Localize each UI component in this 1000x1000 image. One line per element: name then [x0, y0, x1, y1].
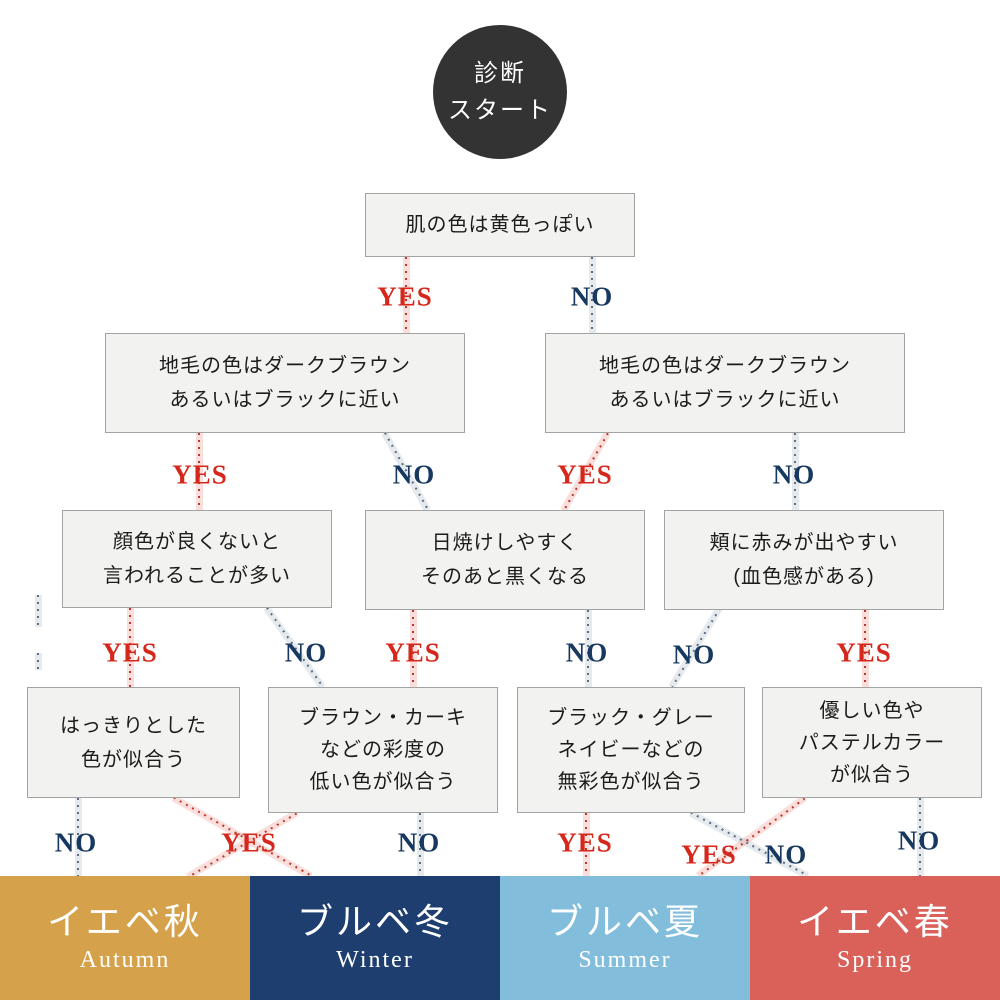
edge-pastel-no	[916, 798, 924, 876]
label-no: NO	[672, 639, 716, 670]
result-spring-jp: イエベ春	[797, 900, 953, 942]
edge-q3right-yes	[861, 610, 869, 687]
label-yes: YES	[102, 637, 158, 668]
edge-q3mid-yes	[409, 610, 417, 687]
question-skin-yellowish: 肌の色は黄色っぽい	[365, 193, 635, 257]
result-summer-jp: ブルベ夏	[546, 900, 703, 942]
edge-q2left-yes	[195, 433, 203, 510]
edge-q1-no	[588, 257, 596, 333]
edge-q1-yes	[402, 257, 410, 333]
label-yes: YES	[221, 827, 277, 858]
label-no: NO	[772, 459, 816, 490]
label-yes: YES	[557, 827, 613, 858]
trait-vivid-colors: はっきりとした 色が似合う	[27, 687, 240, 798]
edge-vivid-no	[74, 798, 82, 876]
result-winter-jp: ブルベ冬	[296, 900, 453, 942]
label-no: NO	[392, 459, 436, 490]
question-hair-dark-left: 地毛の色はダークブラウン あるいはブラックに近い	[105, 333, 465, 433]
edge-left-margin-a	[34, 595, 42, 627]
question-red-cheeks: 頬に赤みが出やすい (血色感がある)	[664, 510, 944, 610]
label-no: NO	[764, 839, 808, 870]
label-yes: YES	[377, 281, 433, 312]
question-pale-complexion: 顔色が良くないと 言われることが多い	[62, 510, 332, 608]
trait-brown-khaki: ブラウン・カーキ などの彩度の 低い色が似合う	[268, 687, 498, 813]
result-winter: ブルベ冬 Winter	[250, 876, 500, 1000]
label-no: NO	[54, 827, 98, 858]
label-no: NO	[284, 637, 328, 668]
result-bands: イエベ秋 Autumn ブルベ冬 Winter ブルベ夏 Summer イエベ春…	[0, 876, 1000, 1000]
result-autumn-en: Autumn	[79, 947, 171, 974]
trait-soft-pastel: 優しい色や パステルカラー が似合う	[762, 687, 982, 798]
question-tans-easily: 日焼けしやすく そのあと黒くなる	[365, 510, 645, 610]
label-no: NO	[565, 637, 609, 668]
label-no: NO	[897, 825, 941, 856]
edge-left-margin-b	[34, 653, 42, 670]
label-yes: YES	[557, 459, 613, 490]
edge-brown-no	[416, 813, 424, 876]
label-no: NO	[397, 827, 441, 858]
edge-mono-yes	[582, 813, 590, 876]
result-autumn-jp: イエベ秋	[47, 900, 203, 942]
edge-q3mid-no	[584, 610, 592, 687]
result-summer-en: Summer	[578, 947, 672, 974]
question-hair-dark-right: 地毛の色はダークブラウン あるいはブラックに近い	[545, 333, 905, 433]
label-yes: YES	[681, 839, 737, 870]
trait-black-gray-navy: ブラック・グレー ネイビーなどの 無彩色が似合う	[517, 687, 745, 813]
result-spring-en: Spring	[836, 947, 913, 974]
label-yes: YES	[172, 459, 228, 490]
result-winter-en: Winter	[336, 947, 414, 974]
label-yes: YES	[836, 637, 892, 668]
result-spring: イエベ春 Spring	[750, 876, 1000, 1000]
edge-q3left-yes	[126, 608, 134, 687]
label-no: NO	[570, 281, 614, 312]
result-autumn: イエベ秋 Autumn	[0, 876, 250, 1000]
edge-q2right-no	[791, 433, 799, 510]
result-summer: ブルベ夏 Summer	[500, 876, 750, 1000]
start-node: 診断 スタート	[433, 25, 567, 159]
label-yes: YES	[385, 637, 441, 668]
